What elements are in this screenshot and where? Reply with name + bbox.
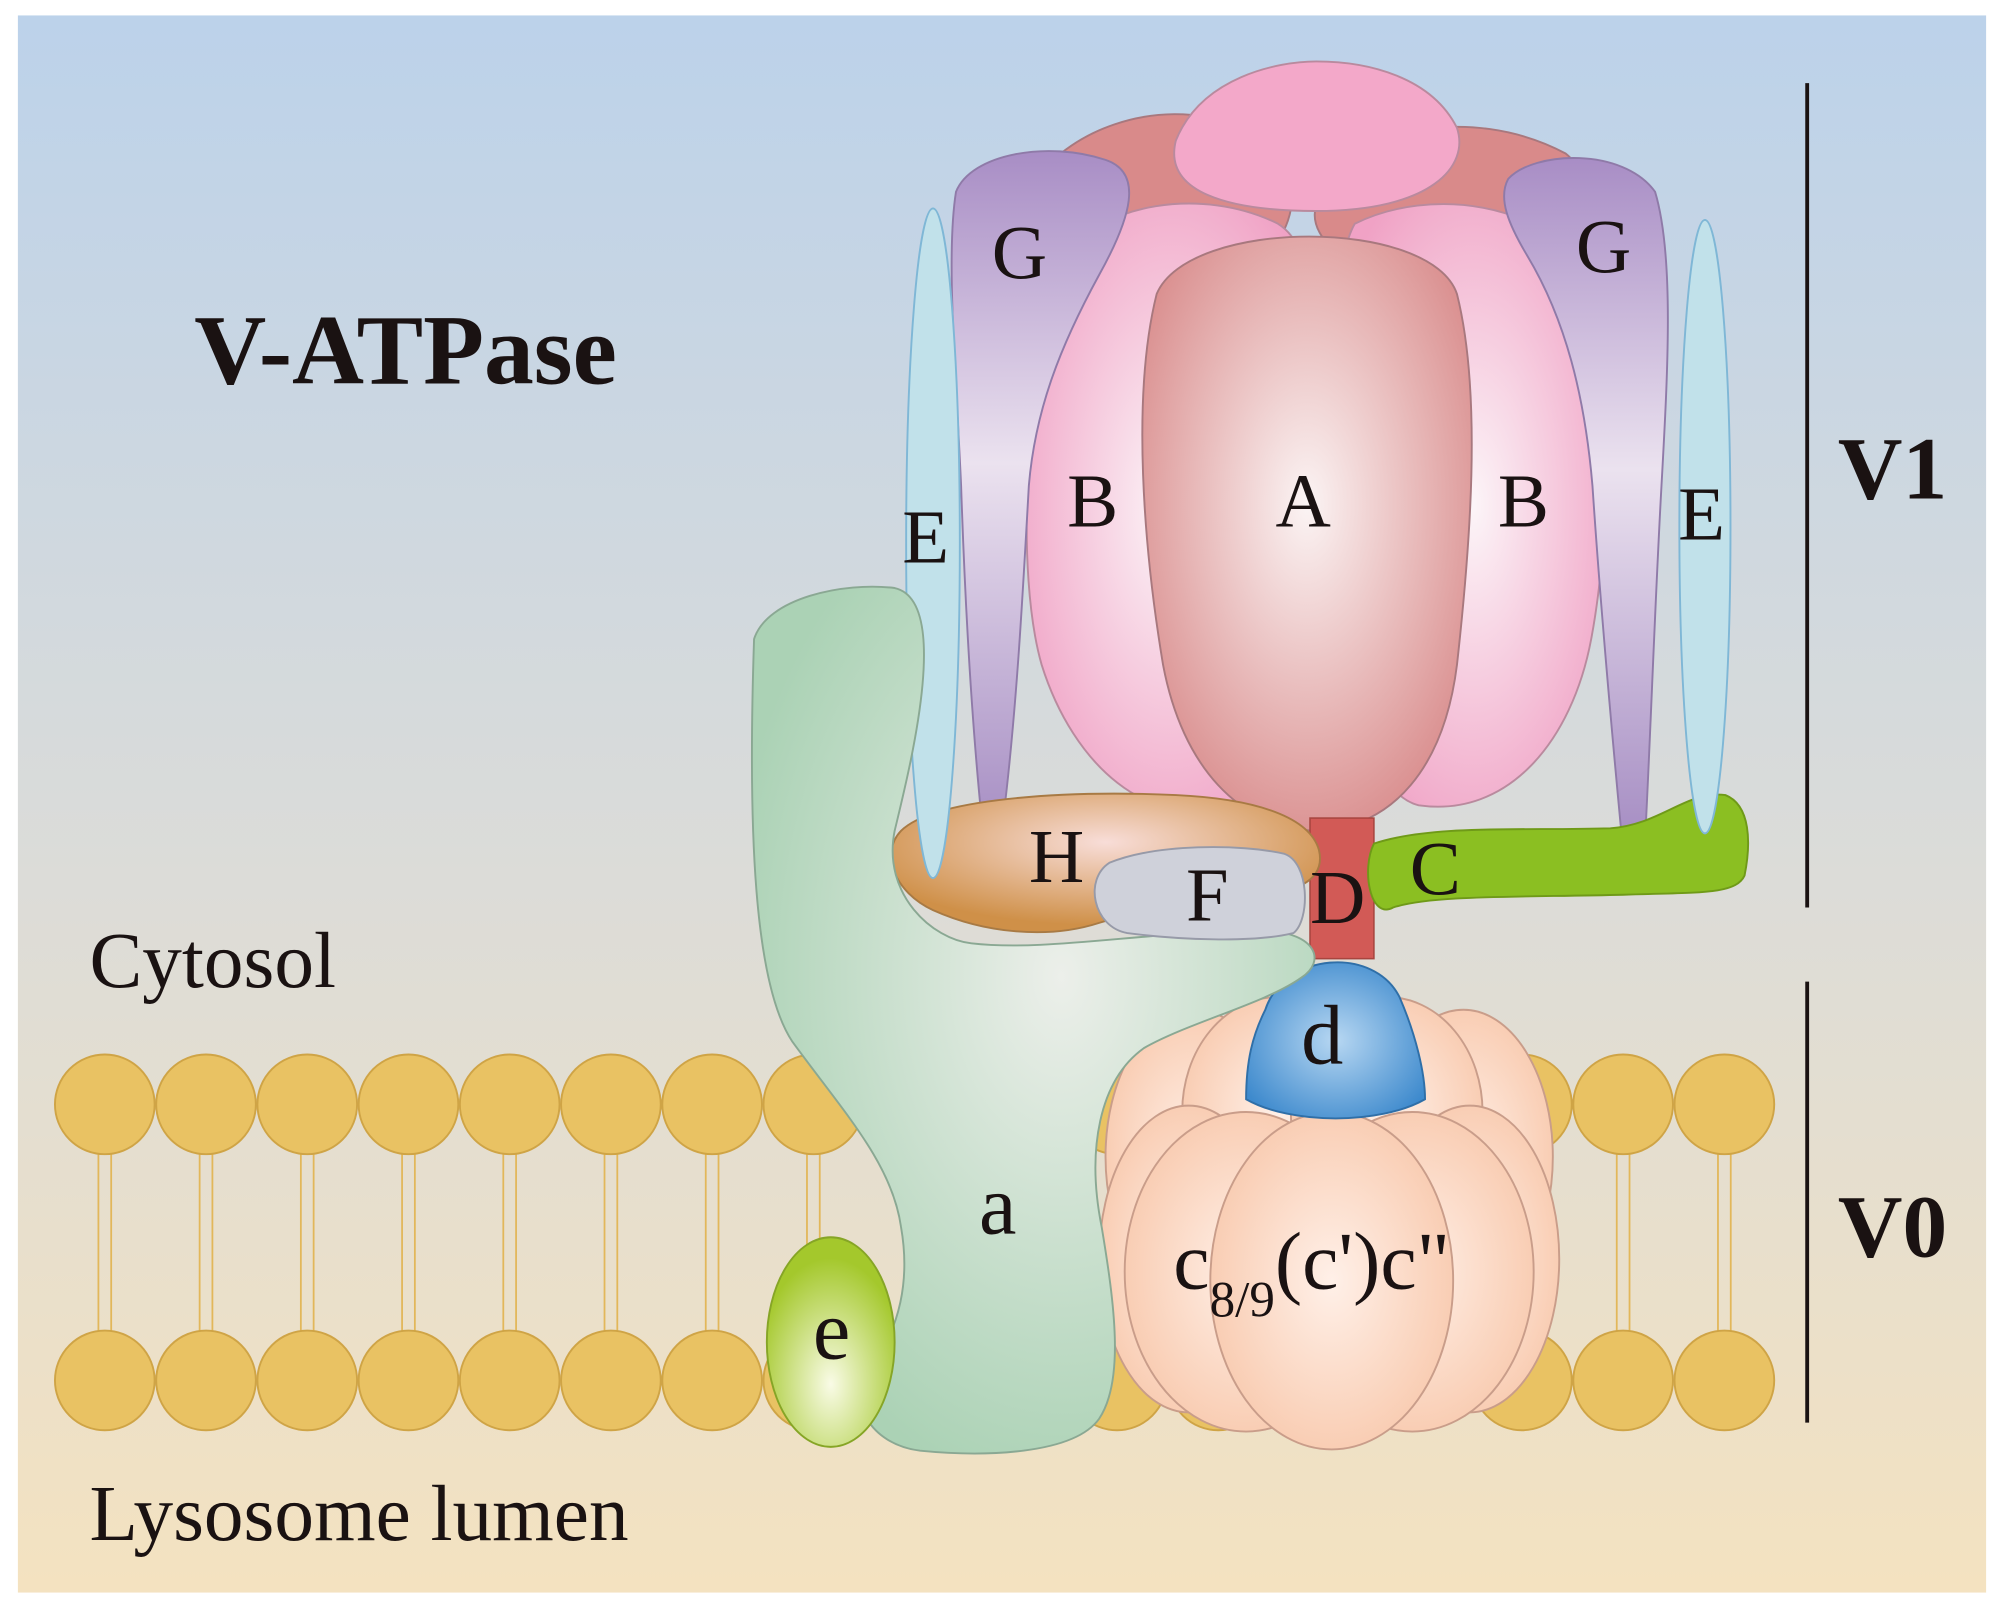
label-c-ring: c8/9(c')c"	[1173, 1215, 1450, 1328]
lipid-head	[256, 1053, 359, 1156]
subunit-d-stalk	[1309, 817, 1375, 960]
lipid-head	[560, 1329, 662, 1432]
lipid-head	[53, 1329, 156, 1432]
subunit-e-right-shape	[1678, 218, 1732, 835]
v1-label: V1	[1838, 420, 1947, 519]
label-a: A	[1276, 459, 1331, 544]
subunit-a-small-shape	[750, 585, 1316, 1455]
lipid-head	[1673, 1329, 1776, 1432]
lipid-head	[458, 1329, 561, 1432]
label-b-right: B	[1498, 459, 1549, 544]
subunit-d-small-shape	[1245, 961, 1426, 1120]
lipid-head	[155, 1053, 257, 1156]
subunit-a-shape	[1141, 235, 1473, 832]
subunit-e-small-shape	[765, 1236, 896, 1448]
label-f: F	[1186, 852, 1229, 937]
diagram-title: V-ATPase	[194, 295, 617, 406]
lumen-label: Lysosome lumen	[89, 1470, 628, 1558]
subunit-b-back-top	[1173, 60, 1461, 212]
c-ring-suffix: (c')c"	[1275, 1215, 1450, 1306]
lipid-head	[357, 1329, 460, 1432]
lipid-head	[256, 1329, 359, 1432]
lipid-head	[155, 1329, 257, 1432]
lipid-head	[1572, 1329, 1674, 1432]
lipid-head	[661, 1053, 763, 1156]
lipid-head	[661, 1329, 763, 1432]
label-e-small: e	[813, 1285, 850, 1378]
lipid-head	[53, 1053, 156, 1156]
label-h: H	[1029, 814, 1084, 899]
v0-label: V0	[1838, 1177, 1947, 1276]
label-d: D	[1310, 855, 1365, 940]
label-d-small: d	[1301, 989, 1343, 1082]
lipid-head	[560, 1053, 662, 1156]
label-g-right: G	[1576, 204, 1631, 289]
lipid-head	[1572, 1053, 1674, 1156]
cytosol-label: Cytosol	[89, 917, 336, 1005]
c-ring-subscript: 8/9	[1210, 1272, 1275, 1329]
subunit-g-left-shape	[950, 150, 1131, 846]
subunit-c-shape	[1367, 793, 1750, 911]
label-e-right: E	[1678, 471, 1725, 556]
label-c: C	[1410, 827, 1461, 912]
c-ring-base: c	[1173, 1215, 1209, 1306]
subunit-f-shape	[1093, 846, 1306, 941]
lipid-head	[458, 1053, 561, 1156]
label-a-small: a	[979, 1159, 1016, 1252]
lipid-head	[1673, 1053, 1776, 1156]
label-e-left: E	[902, 494, 949, 579]
lipid-head	[357, 1053, 460, 1156]
label-b-left: B	[1067, 459, 1118, 544]
label-g-left: G	[992, 211, 1047, 296]
